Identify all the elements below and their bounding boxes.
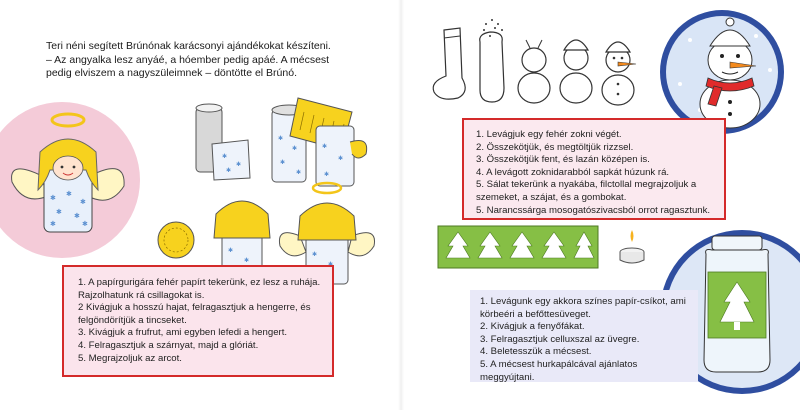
svg-text:✱: ✱ — [56, 208, 62, 216]
snowman-step: 3. Összekötjük fent, és lazán középen is… — [476, 154, 650, 166]
svg-text:✱: ✱ — [280, 159, 285, 166]
svg-text:✱: ✱ — [82, 220, 88, 228]
candle-instructions-box: 1. Levágunk egy akkora színes papír-csík… — [470, 290, 698, 383]
svg-text:✱: ✱ — [222, 153, 227, 160]
svg-text:✱: ✱ — [324, 171, 329, 178]
candle-step: 2. Kivágjuk a fenyőfákat. — [480, 321, 585, 333]
svg-text:✱: ✱ — [296, 169, 301, 176]
angel-step: 3. Kivágjuk a frufrut, ami egyben lefedi… — [78, 327, 288, 339]
svg-text:✱: ✱ — [228, 247, 233, 254]
candle-step: 4. Beletesszük a mécsest. — [480, 346, 592, 358]
angel-step: 4. Felragasztjuk a szárnyat, majd a glór… — [78, 339, 259, 351]
candle-step: 3. Felragasztjuk celluxszal az üvegre. — [480, 333, 640, 345]
svg-text:✱: ✱ — [312, 251, 317, 258]
snowman-step: 5. Narancssárga mosogatószivacsból orrot… — [476, 204, 711, 216]
snowman-step: 4. A levágott zoknidarabból sapkát húzun… — [476, 166, 670, 178]
snowman-step: 1. Levágjuk egy fehér zokni végét. — [476, 129, 622, 140]
svg-text:✱: ✱ — [278, 135, 283, 142]
angel-step: 5. Megrajzoljuk az arcot. — [78, 352, 182, 364]
svg-text:✱: ✱ — [50, 220, 56, 228]
svg-text:✱: ✱ — [236, 161, 241, 168]
snowman-step: 2. Összekötjük, és megtöltjük rizzsel. — [476, 141, 634, 153]
angel-step: 2 Kivágjuk a hosszú hajat, felragasztjuk… — [78, 302, 311, 326]
candle-step: 1. Levágunk egy akkora színes papír-csík… — [480, 296, 686, 320]
svg-text:✱: ✱ — [328, 261, 333, 268]
snowman-step: 5. Sálat tekerünk a nyakába, filctollal … — [476, 179, 697, 203]
snowman-instructions-box: 1. Levágjuk egy fehér zokni végét. 2. Ös… — [462, 118, 726, 220]
svg-text:✱: ✱ — [80, 198, 86, 206]
svg-text:✱: ✱ — [74, 212, 80, 220]
svg-text:✱: ✱ — [322, 143, 327, 150]
svg-text:✱: ✱ — [50, 194, 56, 202]
svg-text:✱: ✱ — [226, 167, 231, 174]
intro-paragraph: Teri néni segített Brúnónak karácsonyi a… — [46, 40, 331, 79]
svg-text:✱: ✱ — [66, 190, 72, 198]
angel-instructions-box: 1. A papírgurigára fehér papírt tekerünk… — [62, 265, 334, 377]
angel-step: 1. A papírgurigára fehér papírt tekerünk… — [78, 277, 321, 301]
candle-step: 5. A mécsest hurkapálcával ajánlatos meg… — [480, 358, 638, 383]
svg-text:✱: ✱ — [338, 155, 343, 162]
page-fold — [398, 0, 404, 410]
svg-text:✱: ✱ — [244, 257, 249, 264]
svg-text:✱: ✱ — [292, 145, 297, 152]
